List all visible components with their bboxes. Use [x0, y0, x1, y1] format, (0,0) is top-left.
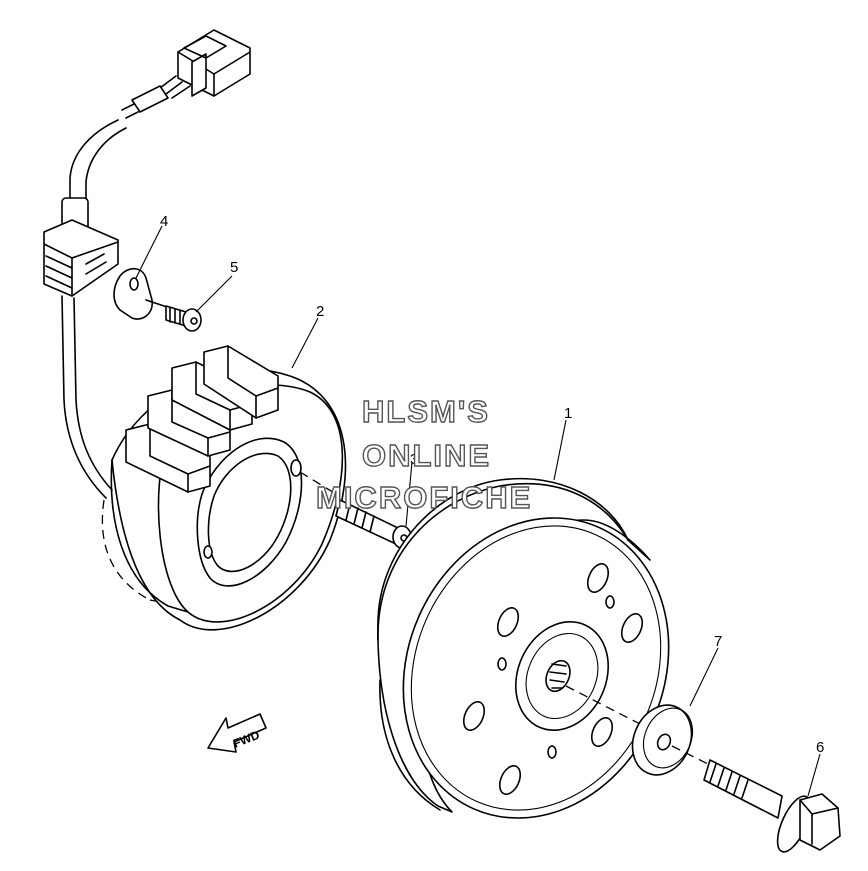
callout-numbers: 1 2 3 4 5 6 7: [160, 213, 824, 756]
coupler-connector: [177, 29, 251, 97]
plate-washer-7: [631, 704, 694, 776]
stator-assembly: [101, 345, 347, 631]
watermark: HLSM'S ONLINE MICROFICHE: [315, 393, 532, 515]
screw-5: [165, 305, 202, 332]
watermark-line-2: ONLINE: [362, 438, 491, 473]
callout-5: 5: [230, 259, 238, 276]
callout-7: 7: [714, 633, 722, 650]
rotor-assembly: [377, 477, 670, 819]
callout-leaders: [135, 225, 821, 797]
callout-1: 1: [564, 405, 572, 422]
watermark-line-3: MICROFICHE: [316, 480, 532, 515]
cord-holder-plate: [113, 267, 171, 320]
bolt-6: [671, 745, 841, 853]
callout-3: 3: [410, 451, 418, 468]
callout-6: 6: [816, 739, 824, 756]
callout-4: 4: [160, 213, 168, 230]
cable-clamp: [43, 197, 119, 297]
callout-2: 2: [316, 303, 324, 320]
wire-harness: [43, 29, 251, 499]
forward-direction-arrow: FWD: [207, 713, 267, 753]
watermark-line-1: HLSM'S: [362, 394, 490, 429]
